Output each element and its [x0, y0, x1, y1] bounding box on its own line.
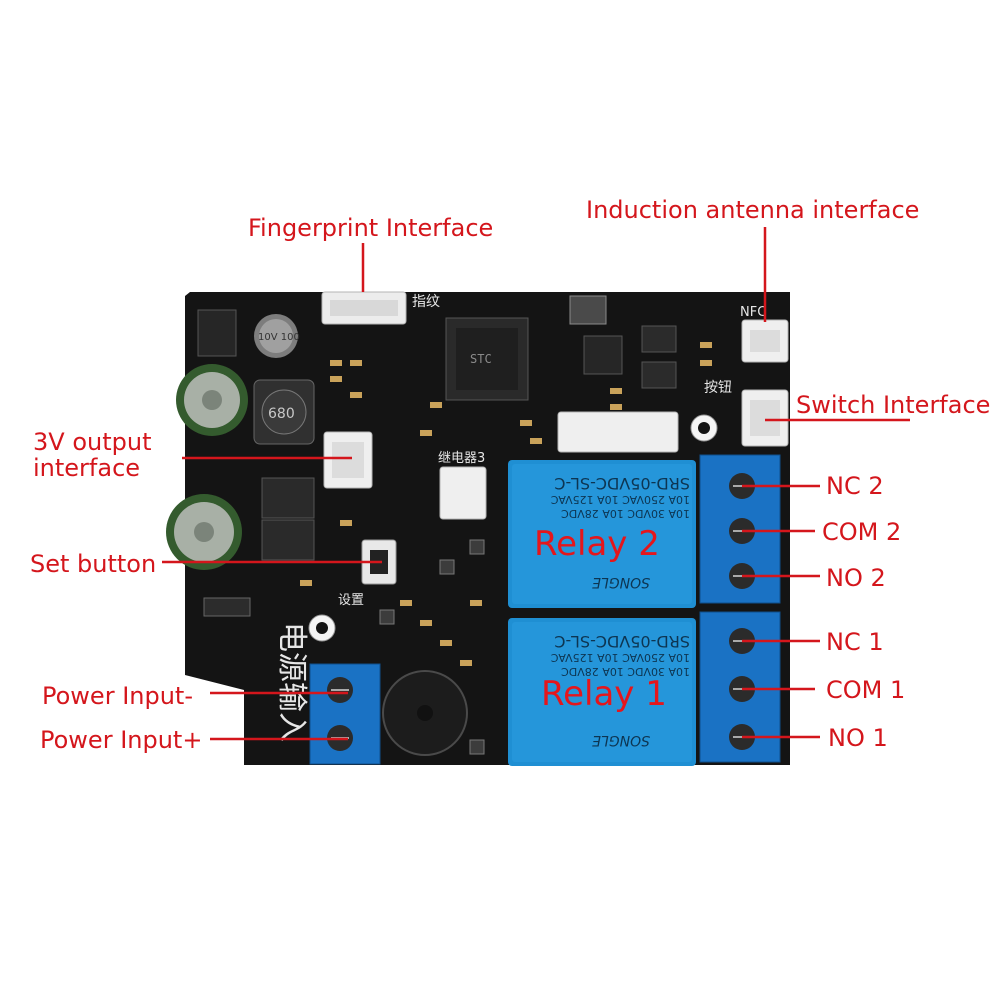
mcu-chip-text: STC: [470, 352, 492, 366]
smd-resistor: [350, 392, 362, 398]
smd-resistor: [440, 640, 452, 646]
smd-resistor: [520, 420, 532, 426]
inductor: [253, 379, 315, 445]
smd-resistor: [700, 342, 712, 348]
smd-resistor: [610, 388, 622, 394]
label-power-input-neg: Power Input-: [42, 682, 193, 710]
label-induction-antenna-interface: Induction antenna interface: [586, 196, 920, 224]
silk-fingerprint: 指纹: [412, 294, 440, 310]
mounting-hole: [316, 622, 328, 634]
smd-resistor: [530, 438, 542, 444]
crystal: [569, 295, 607, 325]
mosfet-1: [641, 325, 677, 353]
label-fingerprint-interface: Fingerprint Interface: [248, 214, 494, 242]
relay-1-spec-2: 10A 30VDC 10A 28VDC: [561, 665, 690, 678]
label-3v-output-interface: 3V output interface: [33, 428, 152, 482]
terminal-block-relay-1: [699, 611, 781, 763]
label-set-button: Set button: [30, 550, 157, 578]
relay-2-body: [508, 460, 696, 608]
relay-1-brand: SONGLE: [592, 732, 650, 748]
label-no-2: NO 2: [826, 564, 886, 592]
smd-resistor: [400, 600, 412, 606]
relay-2-brand: SONGLE: [592, 574, 650, 590]
six-pin-connector: [557, 411, 679, 453]
power-terminal-block: [309, 663, 381, 765]
smd-resistor: [350, 360, 362, 366]
terminal-block-relay-2: [699, 454, 781, 604]
capacitor-small-text: 10V 100: [258, 332, 300, 343]
label-relay-1: Relay 1: [541, 674, 667, 714]
label-nc-1: NC 1: [826, 628, 884, 656]
smd-resistor: [610, 404, 622, 410]
silk-relay3: 继电器3: [438, 451, 485, 466]
annotation-lines: [162, 227, 910, 741]
smd-resistor: [330, 360, 342, 366]
diode-d10: [203, 597, 251, 617]
buzzer: [382, 670, 468, 756]
relay-2-model: SRD-05VDC-SL-C: [554, 474, 690, 493]
relay-1-body: [508, 618, 696, 766]
chip-u6: [261, 477, 315, 519]
smd-transistor: [439, 559, 455, 575]
smd-resistor: [700, 360, 712, 366]
inductor-text: 680: [268, 406, 295, 422]
relay3-connector: [439, 466, 487, 520]
smd-transistor: [469, 539, 485, 555]
silk-nfc: NFC: [740, 305, 766, 320]
mounting-hole: [698, 422, 710, 434]
label-no-1: NO 1: [828, 724, 888, 752]
mosfet-2: [641, 361, 677, 389]
smd-resistor: [430, 402, 442, 408]
label-com-1: COM 1: [826, 676, 906, 704]
chip-u8: [583, 335, 623, 375]
label-nc-2: NC 2: [826, 472, 884, 500]
relay-1-model: SRD-05VDC-SL-C: [554, 632, 690, 651]
switch-connector: [741, 389, 789, 447]
smd-transistor: [379, 609, 395, 625]
smd-resistor: [470, 600, 482, 606]
output-3v-connector: [323, 431, 373, 489]
smd-resistor: [300, 580, 312, 586]
nfc-connector: [741, 319, 789, 363]
silk-set: 设置: [338, 593, 364, 608]
smd-resistor: [420, 620, 432, 626]
chip-u7: [261, 519, 315, 561]
silk-power: 电源输入: [274, 622, 309, 742]
capacitor-small: [254, 314, 298, 358]
relay-1-markings: SRD-05VDC-SL-C 10A 250VAC 10A 125VAC 10A…: [550, 632, 690, 748]
relay-2-spec-2: 10A 30VDC 10A 28VDC: [561, 507, 690, 520]
regulator-u5: [197, 309, 237, 357]
smd-transistor: [469, 739, 485, 755]
relay-1-spec-1: 10A 250VAC 10A 125VAC: [550, 651, 690, 664]
relay-2-markings: SRD-05VDC-SL-C 10A 250VAC 10A 125VAC 10A…: [550, 474, 690, 590]
relay-2-spec-1: 10A 250VAC 10A 125VAC: [550, 493, 690, 506]
capacitor-large-1: [176, 364, 248, 436]
fingerprint-connector: [321, 291, 407, 325]
label-relay-2: Relay 2: [534, 524, 660, 564]
label-switch-interface: Switch Interface: [796, 391, 991, 419]
smd-resistor: [340, 520, 352, 526]
label-power-input-pos: Power Input+: [40, 726, 203, 754]
smd-resistor: [330, 376, 342, 382]
capacitor-large-2: [166, 494, 242, 570]
smd-resistor: [460, 660, 472, 666]
smd-resistor: [420, 430, 432, 436]
silk-button: 按钮: [704, 380, 732, 396]
label-com-2: COM 2: [822, 518, 902, 546]
mcu-chip: [445, 317, 529, 401]
